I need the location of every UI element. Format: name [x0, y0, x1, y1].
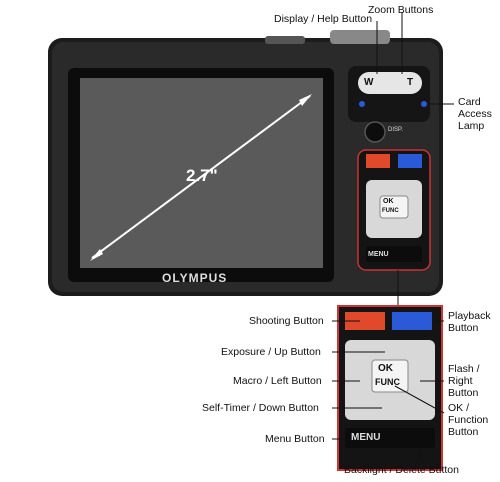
func-label: FUNC: [382, 208, 399, 214]
zoom-w-label: W: [364, 77, 374, 88]
label-playback-2: Button: [448, 322, 479, 334]
mag-func-label: FUNC: [375, 377, 400, 387]
mag-menu-label: MENU: [351, 432, 381, 443]
label-shooting: Shooting Button: [249, 315, 324, 327]
label-ok-3: Button: [448, 426, 479, 438]
zoom-rocker: [358, 72, 422, 94]
disp-label: DISP.: [388, 127, 403, 133]
label-playback-1: Playback: [448, 310, 491, 322]
brand-logo: OLYMPUS: [162, 271, 228, 285]
label-exposure: Exposure / Up Button: [221, 346, 321, 358]
magnified-controls: [337, 305, 443, 471]
menu-label: MENU: [368, 251, 389, 258]
magnify-icon: [421, 101, 427, 107]
zoom-t-label: T: [407, 77, 414, 88]
label-card-2: Access: [458, 108, 492, 120]
label-ok-2: Function: [448, 414, 489, 426]
label-macro: Macro / Left Button: [233, 375, 322, 387]
label-card-3: Lamp: [458, 120, 485, 132]
card-lamp: [359, 101, 365, 107]
screen-size-label: 2.7": [186, 166, 218, 185]
label-card-1: Card: [458, 96, 481, 108]
label-flash-2: Right: [448, 375, 473, 387]
lcd-screen: [68, 68, 334, 282]
label-flash-3: Button: [448, 387, 479, 399]
label-menu: Menu Button: [265, 433, 325, 445]
label-zoom: Zoom Buttons: [368, 4, 434, 16]
disp-button: [364, 121, 386, 143]
label-display-help: Display / Help Button: [274, 13, 373, 25]
mag-ok-label: OK: [378, 363, 393, 374]
control-panel: [348, 66, 431, 271]
ok-label: OK: [383, 198, 394, 205]
label-flash-1: Flash /: [448, 363, 480, 375]
label-self-timer: Self-Timer / Down Button: [202, 402, 319, 414]
label-ok-1: OK /: [448, 402, 470, 414]
label-backlight: Backlight / Delete Button: [344, 464, 459, 476]
